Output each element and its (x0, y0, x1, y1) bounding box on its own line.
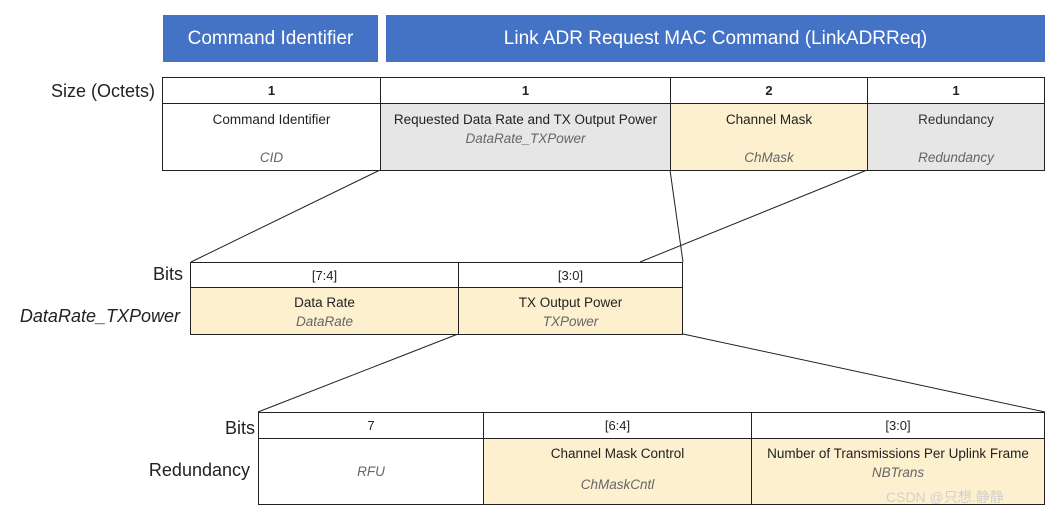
bits-cell: [3:0] (751, 412, 1045, 439)
field-abbr: CID (259, 150, 284, 165)
field-datarate-txpower: Requested Data Rate and TX Output Power … (380, 103, 671, 171)
watermark: CSDN @只想.静静 (886, 489, 1004, 505)
field-title: Channel Mask Control (550, 446, 685, 461)
field-abbr: TXPower (542, 314, 599, 329)
field-title: Number of Transmissions Per Uplink Frame (767, 446, 1029, 461)
field-abbr: ChMaskCntl (580, 477, 655, 492)
field-title: Command Identifier (212, 112, 331, 127)
field-channel-mask: Channel Mask ChMask (670, 103, 868, 171)
field-channel-mask-control: Channel Mask Control ChMaskCntl (483, 438, 752, 505)
field-tx-output-power: TX Output Power TXPower (458, 287, 683, 335)
bits-cell: [3:0] (458, 262, 683, 288)
connector-line (669, 169, 684, 263)
connector-line (257, 333, 459, 413)
field-title: Requested Data Rate and TX Output Power (393, 112, 658, 127)
bits-cell: [7:4] (190, 262, 459, 288)
field-rfu: RFU (258, 438, 484, 505)
size-octets-label: Size (Octets) (50, 81, 155, 101)
field-title: Data Rate (294, 295, 355, 310)
field-abbr: ChMask (744, 150, 794, 165)
field-data-rate: Data Rate DataRate (190, 287, 459, 335)
size-cell: 2 (670, 77, 868, 104)
connector-line (682, 333, 1046, 413)
bits-cell: 7 (258, 412, 484, 439)
banner-command-identifier: Command Identifier (163, 15, 378, 62)
field-title: Redundancy (918, 112, 994, 127)
field-abbr: DataRate_TXPower (465, 131, 586, 146)
size-cell: 1 (162, 77, 381, 104)
connector-line (639, 169, 868, 263)
field-command-identifier: Command Identifier CID (162, 103, 381, 171)
field-abbr: Redundancy (918, 150, 994, 165)
banner-link-adr-request: Link ADR Request MAC Command (LinkADRReq… (386, 15, 1045, 62)
field-title: TX Output Power (518, 295, 623, 310)
connector-line (190, 169, 381, 263)
field-title: Channel Mask (725, 112, 813, 127)
field-redundancy: Redundancy Redundancy (867, 103, 1045, 171)
datarate-txpower-label: DataRate_TXPower (19, 306, 180, 326)
bits-cell: [6:4] (483, 412, 752, 439)
field-abbr: DataRate (295, 314, 354, 329)
size-cell: 1 (867, 77, 1045, 104)
redundancy-label: Redundancy (148, 460, 250, 480)
size-cell: 1 (380, 77, 671, 104)
field-abbr: NBTrans (871, 465, 925, 480)
field-nbtrans: Number of Transmissions Per Uplink Frame… (751, 438, 1045, 505)
bits-label: Bits (224, 418, 255, 438)
bits-label: Bits (152, 264, 183, 284)
